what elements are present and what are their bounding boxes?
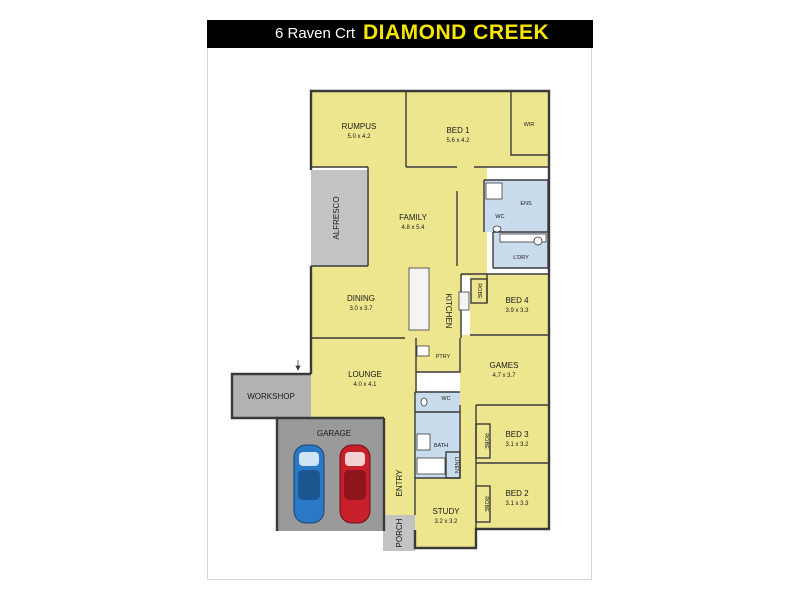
lounge-label: LOUNGE: [348, 370, 382, 379]
bed3-label: BED 3: [505, 430, 529, 439]
bath-tub: [416, 457, 446, 475]
robe3-box: [475, 423, 491, 459]
outer-wall: [309, 89, 551, 550]
games-floor: [460, 335, 549, 405]
ens-label: ENS: [520, 201, 532, 207]
hall2-floor: [460, 405, 476, 530]
bed1-dims: 5.6 x 4.2: [446, 138, 470, 144]
bed3-dims: 3.1 x 3.2: [505, 442, 529, 448]
ens-basin: [533, 236, 543, 246]
ens-vanity: [499, 233, 547, 243]
ptry-label: PTRY: [436, 354, 451, 360]
arrow-down-icon: [295, 360, 301, 371]
kitchen-island: [408, 267, 430, 331]
walls: [230, 89, 551, 550]
plan-frame: [207, 48, 592, 580]
family-label: FAMILY: [399, 213, 428, 222]
wc-bath-floor: [415, 392, 460, 412]
porch-floor: [383, 515, 415, 551]
wall-ens: [484, 179, 549, 269]
wall-ptry: [416, 338, 461, 373]
study-dims: 3.2 x 3.2: [434, 519, 458, 525]
family-dims: 4.8 x 5.4: [401, 225, 425, 231]
alfresco-floor: [311, 170, 369, 266]
linen-box: [445, 451, 461, 479]
games-label: GAMES: [490, 361, 519, 370]
lounge-floor: [311, 338, 417, 418]
games-dims: 4.7 x 3.7: [492, 373, 516, 379]
workshop-label: WORKSHOP: [247, 392, 295, 401]
bed2-dims: 3.1 x 3.3: [505, 501, 529, 507]
linen-label: LINEN: [453, 457, 459, 473]
bed4-label: BED 4: [505, 296, 529, 305]
study-label: STUDY: [432, 507, 460, 516]
workshop-floor: [232, 374, 311, 418]
hall-floor: [457, 166, 487, 276]
bed2-floor: [476, 463, 549, 529]
bed4-floor: [470, 274, 549, 335]
dining-dims: 3.0 x 3.7: [349, 306, 373, 312]
ens-shower: [485, 182, 503, 200]
bed2-label: BED 2: [505, 489, 529, 498]
property-suburb: DIAMOND CREEK: [363, 21, 550, 44]
rumpus-dims: 5.0 x 4.2: [347, 134, 371, 140]
dining-label: DINING: [347, 294, 375, 303]
robe2-label: ROBE: [483, 496, 489, 512]
rumpus-floor: [311, 91, 407, 167]
robe2-box: [475, 485, 491, 523]
bed1-label: BED 1: [446, 126, 470, 135]
ldry-label: L'DRY: [513, 255, 529, 261]
bed3-floor: [476, 405, 549, 463]
alfresco-label: ALFRESCO: [332, 196, 341, 239]
ens-wc: [492, 225, 502, 233]
porch-label: PORCH: [395, 518, 404, 547]
red-car-icon: [339, 444, 371, 524]
bath-shower: [416, 433, 431, 451]
fixtures: [408, 182, 547, 475]
lounge-dims: 4.0 x 4.1: [353, 382, 377, 388]
wir-label: WIR: [524, 122, 535, 128]
blue-car-icon: [293, 444, 325, 524]
wall-wir: [510, 91, 549, 156]
bath-wc: [420, 397, 428, 407]
robe4-box: [470, 278, 488, 304]
rumpus-label: RUMPUS: [342, 122, 377, 131]
kitchen-label: KITCHEN: [444, 293, 453, 328]
robe4-label: ROBE: [476, 283, 482, 299]
wc-bath-label: WC: [441, 396, 450, 402]
property-address: 6 Raven Crt: [275, 25, 356, 42]
entry-label: ENTRY: [395, 469, 404, 497]
room-labels: RUMPUS 5.0 x 4.2 BED 1 5.6 x 4.2 WIR ENS…: [247, 122, 534, 547]
bath-label: BATH: [434, 443, 448, 449]
garage-cars: [293, 444, 371, 524]
cooktop: [458, 291, 470, 311]
outer-wall-west2: [230, 372, 311, 531]
wc-ens-label: WC: [495, 214, 504, 220]
bed4-dims: 3.9 x 3.3: [505, 308, 529, 314]
floor-fills: [232, 91, 549, 551]
garage-label: GARAGE: [317, 429, 351, 438]
ptry-fridge: [416, 345, 430, 357]
robe3-label: ROBE: [483, 433, 489, 449]
entry-floor: [383, 418, 415, 530]
title-bar: 6 Raven Crt DIAMOND CREEK: [207, 20, 593, 48]
